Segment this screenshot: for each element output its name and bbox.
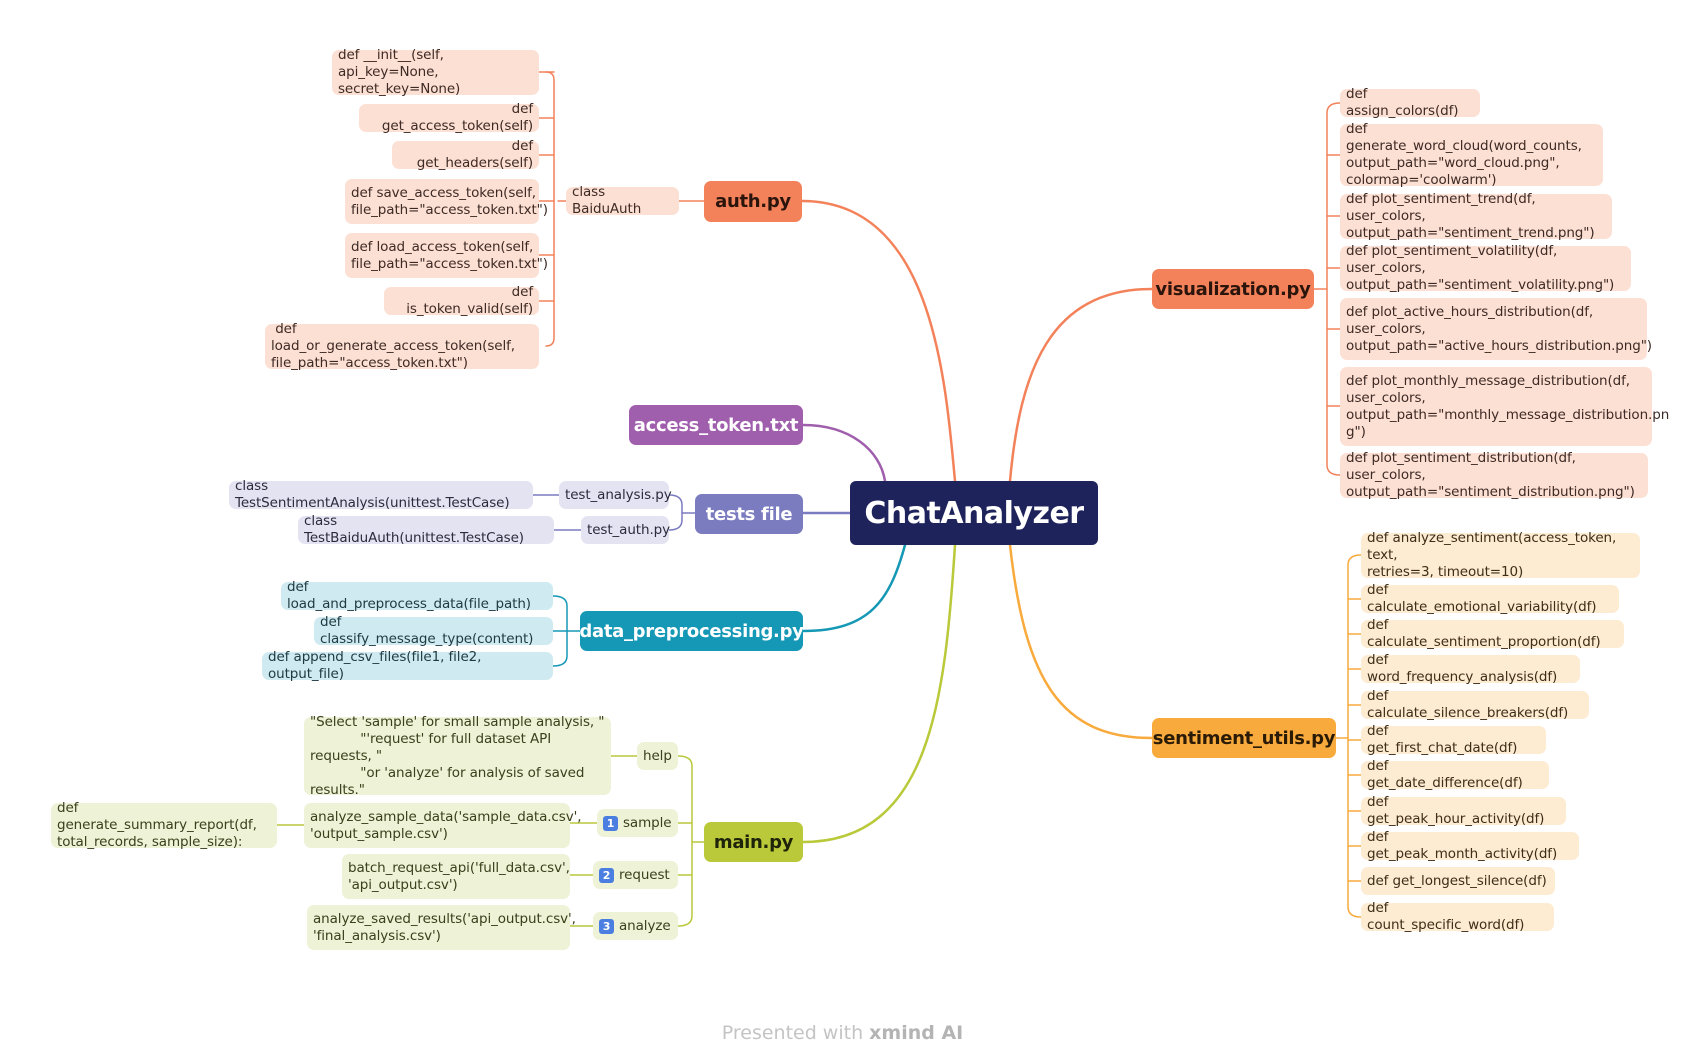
keycap-1-icon: 1 [603, 815, 618, 831]
footer-watermark: Presented with xmind AI [0, 1022, 1685, 1044]
sentiment-function[interactable]: def get_longest_silence(df) [1361, 867, 1555, 895]
visualization-function[interactable]: def plot_monthly_message_distribution(df… [1340, 367, 1669, 446]
visualization-function[interactable]: def assign_colors(df) [1340, 86, 1480, 119]
visualization-function[interactable]: def plot_sentiment_distribution(df, user… [1340, 450, 1648, 500]
sentiment-function[interactable]: def get_first_chat_date(df) [1361, 723, 1546, 756]
main-sample-label: sample [623, 814, 672, 831]
tests-class[interactable]: class TestSentimentAnalysis(unittest.Tes… [229, 478, 533, 511]
edge-root-main [801, 543, 957, 844]
auth-method[interactable]: def get_access_token(self) [359, 101, 539, 134]
auth-method[interactable]: def __init__(self, api_key=None, secret_… [332, 47, 539, 97]
sentiment-function[interactable]: def count_specific_word(df) [1361, 900, 1554, 933]
preprocessing-function[interactable]: def append_csv_files(file1, file2, outpu… [262, 649, 553, 682]
main-request-option[interactable]: 2 request [593, 861, 678, 889]
preprocessing-function[interactable]: def load_and_preprocess_data(file_path) [281, 579, 553, 612]
sentiment-function[interactable]: def get_peak_hour_activity(df) [1361, 794, 1566, 827]
auth-method[interactable]: def get_headers(self) [392, 138, 539, 171]
sentiment-function[interactable]: def get_date_difference(df) [1361, 758, 1549, 791]
tests-file-test-auth[interactable]: test_auth.py [581, 516, 670, 544]
sentiment-function[interactable]: def analyze_sentiment(access_token, text… [1361, 530, 1640, 580]
edge-root-auth [800, 199, 957, 483]
keycap-2-icon: 2 [599, 867, 614, 883]
main-analyze-option[interactable]: 3 analyze [593, 912, 678, 940]
branch-tests-file[interactable]: tests file [695, 494, 803, 534]
footer-brand: xmind AI [869, 1022, 964, 1044]
footer-prefix: Presented with [721, 1022, 870, 1044]
tests-class[interactable]: class TestBaiduAuth(unittest.TestCase) [298, 513, 554, 546]
edge-root-visualization [1008, 287, 1154, 483]
main-request-call[interactable]: batch_request_api('full_data.csv', 'api_… [342, 854, 570, 899]
main-sample-call[interactable]: analyze_sample_data('sample_data.csv', '… [304, 803, 581, 848]
sentiment-function[interactable]: def calculate_sentiment_proportion(df) [1361, 617, 1624, 650]
branch-main[interactable]: main.py [704, 822, 803, 862]
auth-class-baiduauth[interactable]: class BaiduAuth [566, 184, 679, 217]
main-help-option[interactable]: help [637, 742, 678, 770]
auth-method[interactable]: def load_or_generate_access_token(self, … [265, 321, 539, 371]
bracket-tests [668, 494, 683, 531]
keycap-3-icon: 3 [599, 918, 614, 934]
sentiment-function[interactable]: def calculate_emotional_variability(df) [1361, 582, 1619, 615]
main-sample-option[interactable]: 1 sample [597, 809, 678, 837]
edge-root-token [801, 423, 887, 483]
tests-file-test-analysis[interactable]: test_analysis.py [559, 481, 672, 509]
auth-method[interactable]: def is_token_valid(self) [384, 284, 539, 317]
bracket-sentiment [1347, 554, 1362, 918]
bracket-main [677, 755, 693, 927]
edge-root-preprocessing [801, 543, 907, 633]
branch-visualization[interactable]: visualization.py [1152, 269, 1314, 309]
sentiment-function[interactable]: def get_peak_month_activity(df) [1361, 829, 1579, 862]
main-sample-summary-function[interactable]: def generate_summary_report(df, total_re… [51, 800, 277, 850]
sentiment-function[interactable]: def calculate_silence_breakers(df) [1361, 688, 1589, 721]
branch-data-preprocessing[interactable]: data_preprocessing.py [579, 611, 804, 651]
visualization-function[interactable]: def plot_sentiment_trend(df, user_colors… [1340, 191, 1612, 241]
main-analyze-label: analyze [619, 917, 671, 934]
auth-method[interactable]: def save_access_token(self, file_path="a… [345, 179, 548, 224]
main-analyze-call[interactable]: analyze_saved_results('api_output.csv', … [307, 905, 576, 950]
edge-root-sentiment [1008, 543, 1154, 740]
bracket-auth [545, 71, 555, 347]
main-help-text[interactable]: "Select 'sample' for small sample analys… [304, 714, 611, 798]
branch-sentiment-utils[interactable]: sentiment_utils.py [1152, 718, 1336, 758]
preprocessing-function[interactable]: def classify_message_type(content) [314, 614, 553, 647]
sentiment-function[interactable]: def word_frequency_analysis(df) [1361, 652, 1580, 685]
visualization-function[interactable]: def plot_sentiment_volatility(df, user_c… [1340, 243, 1631, 293]
bracket-visualization [1326, 102, 1341, 476]
main-help-label: help [643, 747, 672, 764]
main-request-label: request [619, 866, 670, 883]
visualization-function[interactable]: def generate_word_cloud(word_counts, out… [1340, 121, 1603, 188]
auth-method[interactable]: def load_access_token(self, file_path="a… [345, 233, 548, 278]
branch-auth[interactable]: auth.py [704, 181, 802, 222]
root-node[interactable]: ChatAnalyzer [850, 481, 1098, 545]
branch-access-token[interactable]: access_token.txt [629, 405, 803, 445]
visualization-function[interactable]: def plot_active_hours_distribution(df, u… [1340, 298, 1652, 360]
